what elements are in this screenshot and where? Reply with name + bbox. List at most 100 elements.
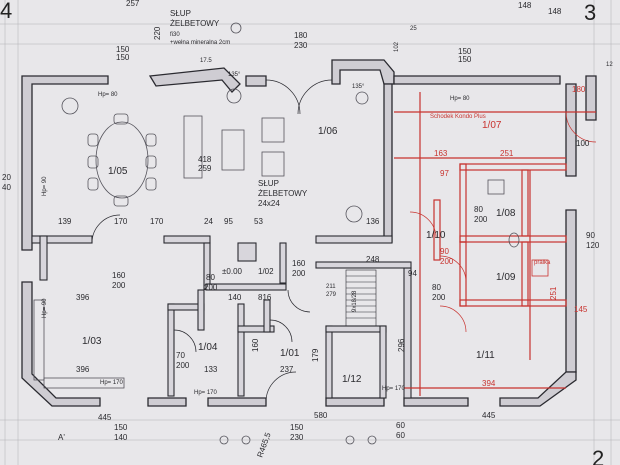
wall-bay-right xyxy=(245,75,267,87)
hp90-b: Hp= 90 xyxy=(42,298,48,318)
dim-135-b: 135° xyxy=(352,84,365,90)
wall-vertical-1 xyxy=(39,235,48,281)
dim-135-a: 135° xyxy=(228,72,241,78)
slup-mid-3: 24x24 xyxy=(258,199,280,208)
wall-bottom-entry xyxy=(325,397,385,407)
hp170-b: Hp= 170 xyxy=(194,390,218,396)
dim-150-a: 150 xyxy=(116,45,130,54)
column-bottom-1 xyxy=(219,435,229,445)
dim-200-c: 200 xyxy=(292,269,306,278)
wall-bottom-left xyxy=(21,281,101,407)
room-108: 1/08 xyxy=(496,208,516,219)
wall-bottom-mid xyxy=(207,397,267,407)
dim-150-f: 150 xyxy=(290,423,304,432)
slup-top-3: fi30 xyxy=(170,32,180,38)
dim-220: 220 xyxy=(153,26,162,40)
stair-run xyxy=(345,269,377,327)
chair-8 xyxy=(145,177,157,191)
dim-418: 418 xyxy=(198,155,212,164)
dim-200-e: 200 xyxy=(474,215,488,224)
dim-148-b: 148 xyxy=(548,7,562,16)
dim-163: 163 xyxy=(434,149,448,158)
slup-top-1: SŁUP xyxy=(170,9,191,18)
room-104: 1/04 xyxy=(198,342,218,353)
dining-table xyxy=(95,121,149,199)
interior-walls xyxy=(31,235,412,399)
dim-139: 139 xyxy=(58,217,72,226)
staircase xyxy=(345,269,377,327)
dim-580: 580 xyxy=(314,411,328,420)
armchair-2 xyxy=(261,151,285,177)
dim-160-a: 160 xyxy=(112,271,126,280)
dim-445-a: 445 xyxy=(98,413,112,422)
dim-20: 20 xyxy=(2,173,11,182)
wall-living-right xyxy=(383,83,393,243)
chair-1 xyxy=(113,113,129,125)
column-bottom-3 xyxy=(345,435,355,445)
room-109: 1/09 xyxy=(496,272,516,283)
dim-279: 279 xyxy=(326,292,337,298)
dim-95: 95 xyxy=(224,217,233,226)
dim-90-b: 90 xyxy=(586,231,595,240)
room-101: 1/01 xyxy=(280,348,300,359)
slup-mid-1: SŁUP xyxy=(258,179,279,188)
door-107 xyxy=(565,111,597,143)
dim-396-b: 396 xyxy=(76,365,90,374)
dim-251-b: 251 xyxy=(549,286,558,300)
coffee-table xyxy=(221,129,245,171)
red-wall-108-bottom xyxy=(459,235,567,243)
dim-17-5: 17.5 xyxy=(200,58,212,64)
hp80-a: Hp= 80 xyxy=(98,92,118,98)
chair-7 xyxy=(145,155,157,169)
dim-53: 53 xyxy=(254,217,263,226)
red-walls xyxy=(394,92,596,396)
wall-top-right xyxy=(393,75,561,85)
dim-200-d: 200 xyxy=(176,361,190,370)
dim-200-g: 200 xyxy=(432,293,446,302)
dim-230-b: 230 xyxy=(290,433,304,442)
dim-80-b: 80 xyxy=(474,205,483,214)
dim-251-a: 251 xyxy=(500,149,514,158)
dim-200-f: 200 xyxy=(440,257,454,266)
room-105: 1/05 xyxy=(108,166,128,177)
dim-120: 120 xyxy=(586,241,600,250)
dim-150-d: 150 xyxy=(458,55,472,64)
dim-200-b: 200 xyxy=(204,283,218,292)
hp90-a: Hp= 90 xyxy=(42,176,48,196)
dim-140: 140 xyxy=(228,293,242,302)
chair-3 xyxy=(87,133,99,147)
door-terrace xyxy=(265,79,301,115)
dim-200-a: 200 xyxy=(112,281,126,290)
chair-6 xyxy=(145,133,157,147)
kitchen-counter-bottom xyxy=(43,377,125,389)
corner-number-left: 4 xyxy=(0,0,12,23)
door-hall xyxy=(287,289,311,313)
door-wc xyxy=(173,329,197,353)
dim-211: 211 xyxy=(326,284,336,290)
wall-living-bottom-right xyxy=(315,235,393,244)
dim-237: 237 xyxy=(280,365,294,374)
dim-24: 24 xyxy=(204,217,213,226)
wall-112-top xyxy=(325,325,387,333)
wall-right-mid xyxy=(565,209,577,373)
room-110: 1/10 xyxy=(426,230,446,241)
dim-150-c: 150 xyxy=(458,47,472,56)
room-103: 1/03 xyxy=(82,336,102,347)
dim-230: 230 xyxy=(294,41,308,50)
wall-living-bottom-mid xyxy=(163,235,211,244)
wall-104-right xyxy=(237,303,245,397)
dim-394: 394 xyxy=(482,379,496,388)
dim-90-a: 90 xyxy=(440,247,449,256)
plant-4 xyxy=(355,91,369,105)
wall-wc-left xyxy=(167,303,175,397)
door-terrace-2 xyxy=(297,79,333,115)
dim-70: 70 xyxy=(176,351,185,360)
dim-816: 816 xyxy=(258,293,272,302)
column-top xyxy=(230,22,242,34)
dim-100: 100 xyxy=(576,139,590,148)
wall-top-left xyxy=(21,75,109,251)
wall-hall-bottom xyxy=(205,283,287,291)
dim-60-b: 60 xyxy=(396,431,405,440)
